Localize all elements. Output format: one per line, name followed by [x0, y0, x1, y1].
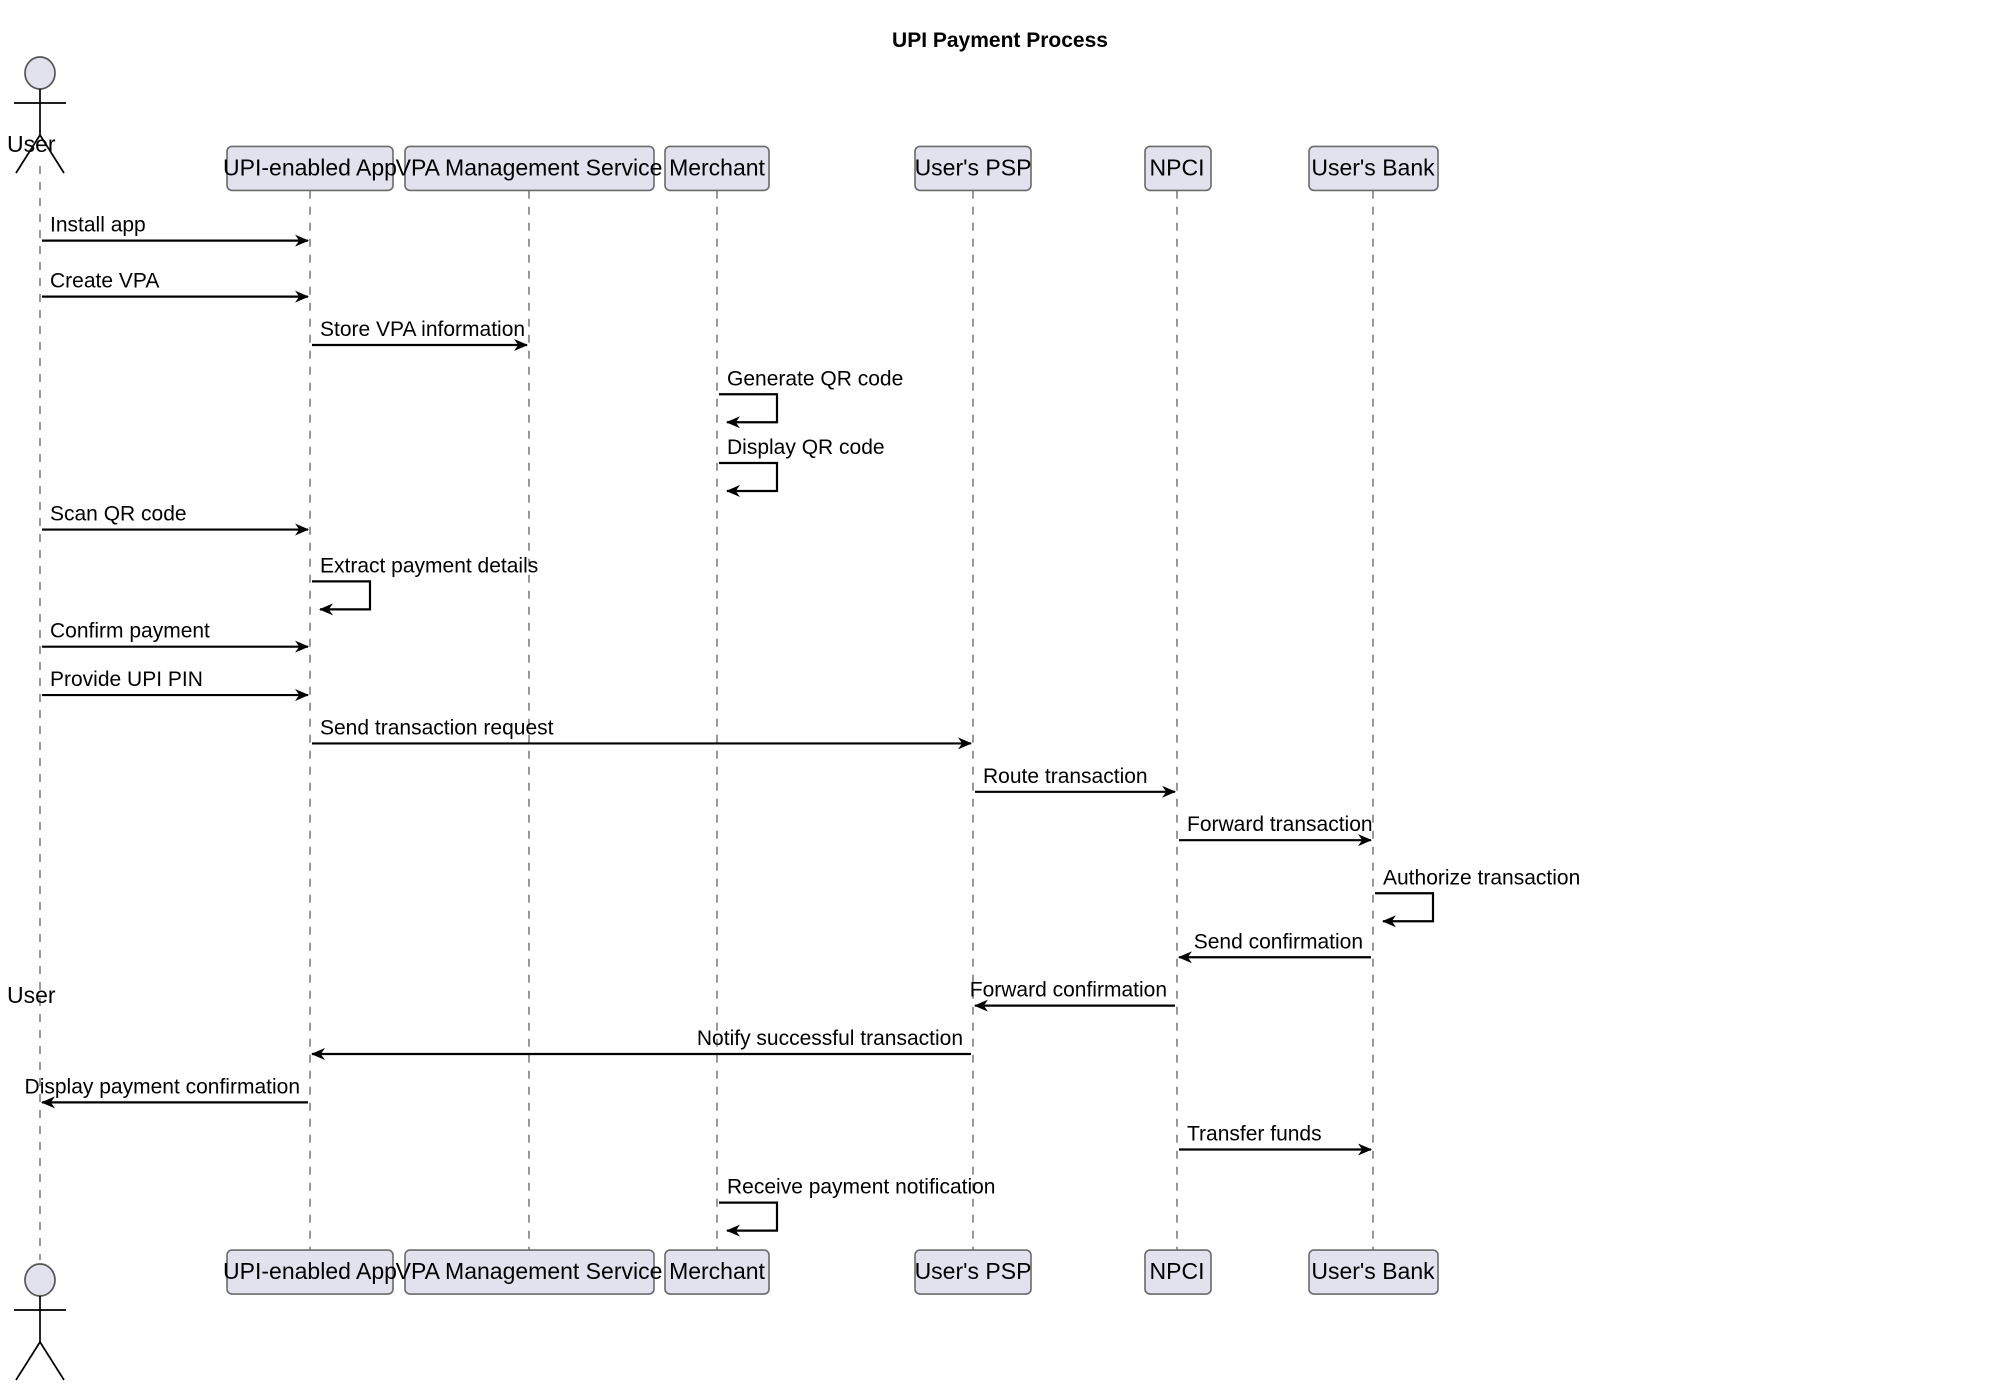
- participant-label-app: UPI-enabled App: [223, 154, 397, 180]
- message-label: Display payment confirmation: [25, 1075, 300, 1098]
- message-arrow-self: [1375, 892, 1435, 928]
- message-2-create-vpa[interactable]: Create VPA: [42, 270, 309, 303]
- message-label: Send transaction request: [320, 716, 554, 739]
- participant-label-app: UPI-enabled App: [223, 1258, 397, 1284]
- message-5-display-qr-code[interactable]: Display QR code: [719, 436, 885, 497]
- message-3-store-vpa-information[interactable]: Store VPA information: [312, 318, 528, 351]
- message-label: Forward confirmation: [970, 979, 1167, 1002]
- message-13-authorize-transaction[interactable]: Authorize transaction: [1375, 866, 1580, 928]
- message-12-forward-transaction[interactable]: Forward transaction: [1179, 813, 1373, 847]
- message-4-generate-qr-code[interactable]: Generate QR code: [719, 367, 903, 429]
- message-arrow-self: [312, 580, 372, 616]
- participant-box[interactable]: [226, 145, 394, 192]
- message-6-scan-qr-code[interactable]: Scan QR code: [42, 503, 309, 536]
- message-label: Notify successful transaction: [697, 1027, 963, 1050]
- actor-head-icon: [24, 56, 56, 90]
- actor-label-user: User: [7, 982, 56, 1008]
- participant-label-npci: NPCI: [1150, 154, 1205, 180]
- message-label: Transfer funds: [1187, 1122, 1322, 1145]
- message-18-transfer-funds[interactable]: Transfer funds: [1179, 1122, 1372, 1156]
- participant-label-bank: User's Bank: [1311, 1258, 1435, 1284]
- participant-box[interactable]: [1308, 145, 1439, 192]
- participant-npci-top[interactable]: NPCI: [1144, 145, 1212, 192]
- message-label: Receive payment notification: [727, 1176, 995, 1199]
- participant-box[interactable]: [914, 1249, 1032, 1295]
- participant-vpa-bottom[interactable]: VPA Management Service: [396, 1249, 663, 1295]
- message-11-route-transaction[interactable]: Route transaction: [975, 765, 1176, 798]
- page-title: UPI Payment Process: [892, 29, 1108, 52]
- participant-bank-top[interactable]: User's Bank: [1308, 145, 1439, 192]
- participant-bank-bottom[interactable]: User's Bank: [1308, 1249, 1439, 1295]
- participant-box[interactable]: [664, 1249, 770, 1295]
- participant-npci-bottom[interactable]: NPCI: [1144, 1249, 1212, 1295]
- participant-psp-top[interactable]: User's PSP: [914, 145, 1032, 192]
- message-label: Authorize transaction: [1383, 866, 1580, 889]
- message-arrow-self: [719, 461, 779, 497]
- message-label: Store VPA information: [320, 318, 525, 341]
- message-label: Extract payment details: [320, 554, 538, 577]
- actor-user-bottom[interactable]: User: [7, 982, 66, 1381]
- message-label: Provide UPI PIN: [50, 668, 203, 691]
- message-9-provide-upi-pin[interactable]: Provide UPI PIN: [42, 668, 309, 702]
- participant-label-npci: NPCI: [1150, 1258, 1205, 1284]
- message-label: Confirm payment: [50, 620, 210, 643]
- message-label: Forward transaction: [1187, 813, 1373, 836]
- participant-vpa-top[interactable]: VPA Management Service: [396, 145, 663, 192]
- participant-box[interactable]: [664, 145, 770, 192]
- actor-user-top[interactable]: User: [7, 56, 66, 174]
- participant-label-psp: User's PSP: [915, 154, 1032, 180]
- lifelines-group: [39, 166, 1374, 1260]
- participant-label-merchant: Merchant: [669, 154, 765, 180]
- actor-body-icon: [14, 89, 66, 174]
- message-label: Send confirmation: [1194, 930, 1363, 953]
- participant-box[interactable]: [1308, 1249, 1439, 1295]
- message-arrow-self: [719, 393, 779, 429]
- participant-merchant-bottom[interactable]: Merchant: [664, 1249, 770, 1295]
- message-arrow-self: [719, 1201, 779, 1237]
- actor-head-icon: [24, 1263, 56, 1297]
- participant-label-bank: User's Bank: [1311, 154, 1435, 180]
- message-1-install-app[interactable]: Install app: [42, 214, 309, 247]
- message-label: Scan QR code: [50, 503, 187, 526]
- message-8-confirm-payment[interactable]: Confirm payment: [42, 620, 309, 653]
- actor-body-icon: [14, 1296, 66, 1381]
- participant-psp-bottom[interactable]: User's PSP: [914, 1249, 1032, 1295]
- participant-label-vpa: VPA Management Service: [396, 154, 663, 180]
- message-label: Generate QR code: [727, 367, 903, 390]
- message-19-receive-payment-notification[interactable]: Receive payment notification: [719, 1176, 995, 1237]
- message-7-extract-payment-details[interactable]: Extract payment details: [312, 554, 538, 616]
- participant-box[interactable]: [1144, 145, 1212, 192]
- message-label: Display QR code: [727, 436, 885, 459]
- participant-app-bottom[interactable]: UPI-enabled App: [223, 1249, 397, 1295]
- actor-label-user: User: [7, 131, 56, 157]
- participant-label-merchant: Merchant: [669, 1258, 765, 1284]
- participant-merchant-top[interactable]: Merchant: [664, 145, 770, 192]
- message-label: Install app: [50, 214, 146, 237]
- participant-label-vpa: VPA Management Service: [396, 1258, 663, 1284]
- message-17-display-payment-confirmation[interactable]: Display payment confirmation: [25, 1075, 308, 1109]
- message-16-notify-successful-transaction[interactable]: Notify successful transaction: [311, 1027, 971, 1061]
- message-14-send-confirmation[interactable]: Send confirmation: [1178, 930, 1371, 964]
- participant-box[interactable]: [226, 1249, 394, 1295]
- participant-box[interactable]: [914, 145, 1032, 192]
- message-label: Route transaction: [983, 765, 1148, 788]
- participant-box[interactable]: [404, 145, 655, 192]
- participant-app-top[interactable]: UPI-enabled App: [223, 145, 397, 192]
- message-15-forward-confirmation[interactable]: Forward confirmation: [970, 979, 1175, 1012]
- message-10-send-transaction-request[interactable]: Send transaction request: [312, 716, 972, 750]
- message-label: Create VPA: [50, 270, 159, 293]
- participant-label-psp: User's PSP: [915, 1258, 1032, 1284]
- participant-box[interactable]: [1144, 1249, 1212, 1295]
- participant-box[interactable]: [404, 1249, 655, 1295]
